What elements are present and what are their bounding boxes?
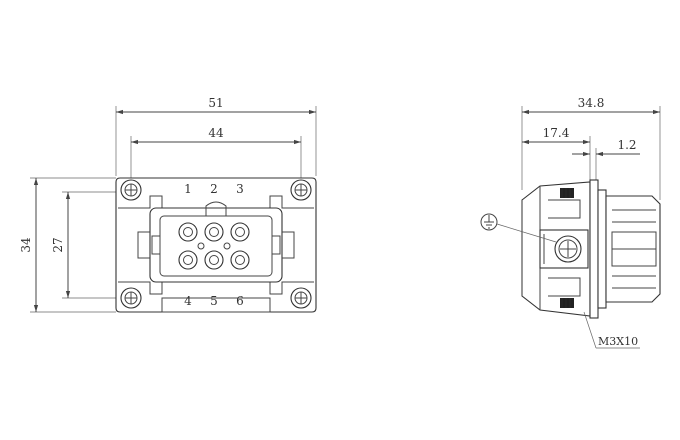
mounting-screw-top-left: [120, 179, 142, 201]
ground-screw: [539, 229, 589, 269]
connector-hood-side: [521, 179, 661, 319]
mounting-screw-bottom-left: [120, 287, 142, 309]
dim-label-34: 34: [19, 237, 33, 253]
screw-callout: M3X10: [583, 311, 640, 349]
contact-pin-1: [178, 222, 198, 242]
dimension-overall-width: 51: [115, 96, 317, 176]
dimension-flange-offset: 17.4: [522, 126, 591, 180]
dim-label-44: 44: [208, 126, 224, 140]
latch-bottom: [548, 277, 581, 308]
protective-earth-icon: [480, 213, 557, 243]
dim-label-34-8: 34.8: [578, 96, 605, 110]
contact-pin-6: [230, 250, 250, 270]
contact-pin-4: [178, 250, 198, 270]
pin-number-2: 2: [210, 182, 218, 196]
pin-number-4: 4: [184, 294, 192, 308]
dim-label-1-2: 1.2: [617, 138, 636, 152]
contact-pin-3: [230, 222, 250, 242]
side-view: 34.8 17.4 1.2: [480, 96, 661, 349]
dimension-overall-height: 34: [19, 177, 116, 313]
dim-label-27: 27: [51, 237, 65, 252]
pin-number-1: 1: [184, 182, 192, 196]
contact-pins: [178, 222, 250, 270]
mounting-screw-top-right: [290, 179, 312, 201]
contact-pin-5: [204, 250, 224, 270]
pin-number-3: 3: [236, 182, 244, 196]
dimension-overall-depth: 34.8: [521, 96, 661, 200]
latch-top: [548, 188, 581, 219]
screw-callout-label: M3X10: [598, 335, 638, 348]
dimension-flange-thickness: 1.2: [572, 138, 640, 180]
contact-pin-2: [204, 222, 224, 242]
pin-number-5: 5: [210, 294, 218, 308]
front-view: 51 44 34 27: [19, 96, 317, 313]
connector-housing: [115, 177, 317, 313]
dim-label-51: 51: [208, 96, 223, 110]
mounting-screw-bottom-right: [290, 287, 312, 309]
pin-number-6: 6: [236, 294, 244, 308]
dim-label-17-4: 17.4: [543, 126, 570, 140]
